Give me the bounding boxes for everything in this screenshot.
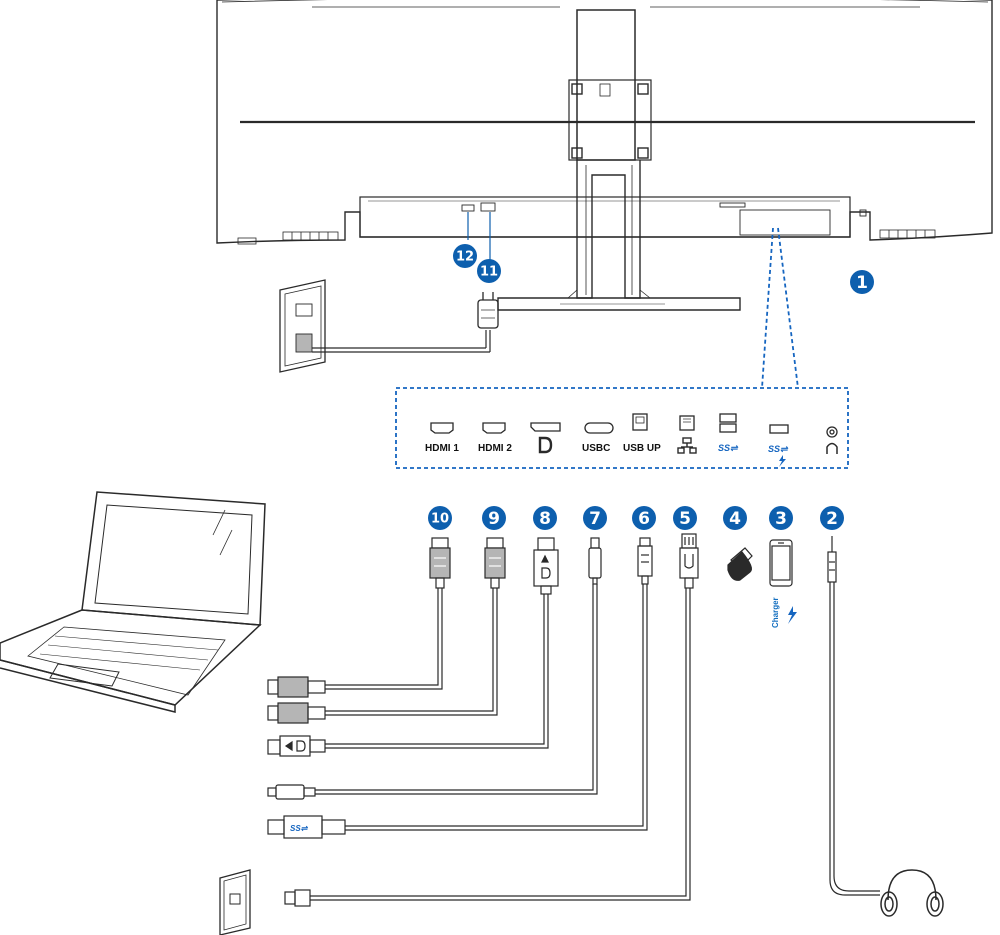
badge-usb-c: 7 xyxy=(583,506,607,530)
charging-bolt-icon xyxy=(788,606,797,624)
badge-hdmi-2: 9 xyxy=(482,506,506,530)
badge-rj45: 5 xyxy=(673,506,697,530)
headphone-port-icon xyxy=(826,442,838,454)
badge-circle xyxy=(533,506,557,530)
power-plug xyxy=(477,292,499,329)
displayport-connector xyxy=(533,537,559,595)
charger-label: Charger xyxy=(771,597,780,628)
badge-circle xyxy=(428,506,452,530)
pc-usb-c-connector xyxy=(267,784,316,800)
badge-displayport: 8 xyxy=(533,506,557,530)
badge-number: 3 xyxy=(775,509,787,529)
badge-number: 7 xyxy=(589,509,601,529)
laptop xyxy=(0,491,266,713)
svg-text:SS⇌: SS⇌ xyxy=(768,444,789,454)
pc-side-connectors xyxy=(267,676,346,907)
usb-up-label: USB UP xyxy=(623,443,661,454)
hdmi-1-connector xyxy=(429,537,451,589)
pc-hdmi-2-connector xyxy=(267,702,326,724)
network-icon xyxy=(677,437,697,454)
usb-stick-icon xyxy=(727,547,753,581)
headphones-icon xyxy=(880,869,944,917)
pc-rj45-connector xyxy=(284,889,311,907)
usb-c-connector xyxy=(588,537,602,585)
badge-circle xyxy=(673,506,697,530)
badge-audio-out: 2 xyxy=(820,506,844,530)
usb-up-port-icon xyxy=(632,413,648,431)
hdmi-2-connector xyxy=(484,537,506,589)
badge-usb-up: 6 xyxy=(632,506,656,530)
rj45-connector xyxy=(679,533,699,589)
usb-downstream-port-icon xyxy=(719,413,737,423)
badge-circle xyxy=(632,506,656,530)
hdmi-2-label: HDMI 2 xyxy=(478,443,512,454)
badge-circle xyxy=(453,244,477,268)
power-cable xyxy=(312,330,491,353)
ethernet-wall-jack xyxy=(219,869,251,935)
usb-b-connector xyxy=(637,537,653,585)
hdmi-1-label: HDMI 1 xyxy=(425,443,459,454)
badge-circle xyxy=(850,270,874,294)
wall-outlet xyxy=(279,279,326,373)
monitor-back xyxy=(216,0,993,245)
badge-circle xyxy=(482,506,506,530)
badge-ac-power-input: 12 xyxy=(453,244,477,268)
badge-number: 2 xyxy=(826,509,838,529)
hdmi-2-port-icon xyxy=(482,422,506,434)
badge-number: 4 xyxy=(729,509,741,529)
badge-number: 12 xyxy=(456,250,474,265)
usb-c-port-icon xyxy=(584,422,614,434)
rj45-port-icon xyxy=(679,415,695,431)
audio-jack-connector xyxy=(827,536,837,583)
badge-circle xyxy=(583,506,607,530)
badge-circle xyxy=(769,506,793,530)
displayport-port-icon xyxy=(530,422,561,432)
badge-number: 10 xyxy=(431,512,449,527)
hdmi-1-port-icon xyxy=(430,422,454,434)
badge-usb-downstream: 4 xyxy=(723,506,747,530)
badge-circle xyxy=(820,506,844,530)
cable-connectors xyxy=(429,533,837,595)
pc-usb-a-connector xyxy=(267,815,346,839)
badge-number: 1 xyxy=(856,273,868,293)
usbc-label: USBC xyxy=(582,443,610,454)
smartphone-icon xyxy=(769,539,793,587)
badge-circle xyxy=(723,506,747,530)
badge-number: 8 xyxy=(539,509,551,529)
charging-bolt-icon xyxy=(779,455,786,467)
badge-circle xyxy=(477,259,501,283)
badge-power-switch: 11 xyxy=(477,259,501,283)
badge-number: 5 xyxy=(679,509,691,529)
badge-usb-charging: 3 xyxy=(769,506,793,530)
pc-hdmi-1-connector xyxy=(267,676,326,698)
badge-number: 9 xyxy=(488,509,500,529)
badge-number: 6 xyxy=(638,509,650,529)
displayport-logo-icon xyxy=(538,436,553,454)
usb-charging-port-icon xyxy=(769,424,789,434)
superspeed-usb-icon: SS⇌ xyxy=(718,443,739,453)
pc-displayport-connector xyxy=(267,735,326,757)
badge-kensington-lock: 1 xyxy=(850,270,874,294)
badge-number: 11 xyxy=(480,265,498,280)
port-panel xyxy=(430,413,838,454)
badge-hdmi-1: 10 xyxy=(428,506,452,530)
svg-text:SS⇌: SS⇌ xyxy=(290,824,309,833)
zoom-callout xyxy=(395,227,849,469)
stand xyxy=(497,160,741,311)
cable-routes xyxy=(310,582,880,901)
audio-out-port-icon xyxy=(826,426,838,438)
